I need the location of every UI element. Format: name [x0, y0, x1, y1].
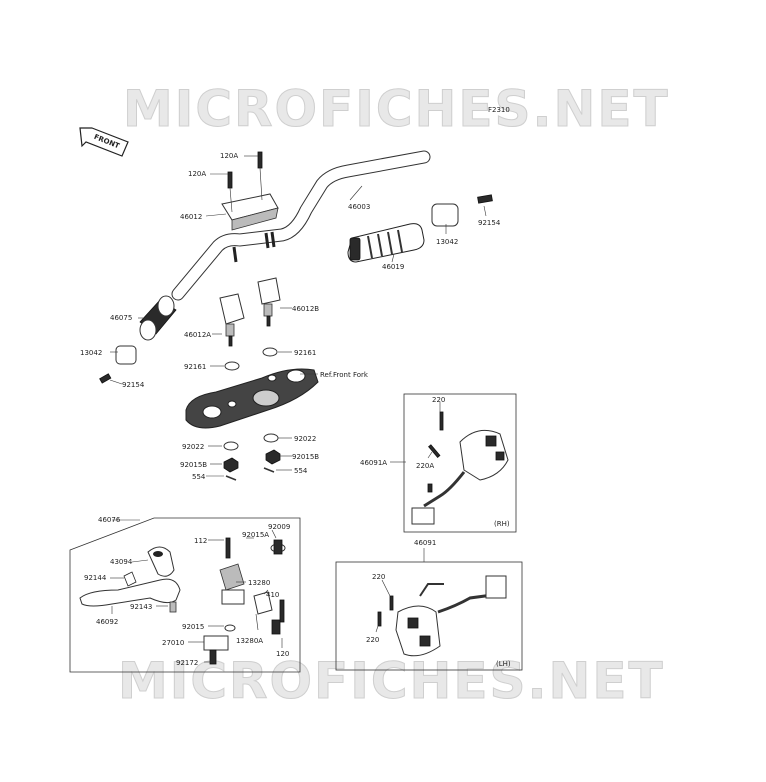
- label-220A: 220A: [416, 462, 434, 470]
- triple-clamp: [185, 368, 319, 429]
- label-554-right: 554: [294, 467, 308, 475]
- handlebar-46003: [171, 150, 431, 301]
- label-120A-top: 120A: [220, 152, 238, 160]
- left-screw-92154: [99, 373, 112, 384]
- label-ref-front-fork: Ref.Front Fork: [320, 371, 369, 379]
- lh-switch-box: [335, 561, 523, 671]
- label-13042-left: 13042: [80, 349, 102, 357]
- washer-92022-right: [263, 433, 279, 443]
- label-220-lh-top: 220: [372, 573, 385, 581]
- label-46091A: 46091A: [360, 459, 387, 467]
- lever-assembly-parts: [79, 537, 286, 665]
- label-92022-left: 92022: [182, 443, 204, 451]
- label-220-rh: 220: [432, 396, 445, 404]
- label-120: 120: [276, 650, 289, 658]
- label-13042-right: 13042: [436, 238, 458, 246]
- upper-clamp-46012: [221, 151, 279, 231]
- label-46012B: 46012B: [292, 305, 319, 313]
- label-92015A: 92015A: [242, 531, 269, 539]
- rh-switch-46091A: [411, 411, 509, 525]
- label-92015B-left: 92015B: [180, 461, 207, 469]
- label-lh: (LH): [496, 660, 511, 668]
- label-92143: 92143: [130, 603, 152, 611]
- lower-clamp-46012A: [219, 293, 245, 347]
- label-46091: 46091: [414, 539, 436, 547]
- right-bar-end-13042: [431, 203, 459, 227]
- label-92015B-right: 92015B: [292, 453, 319, 461]
- label-rh: (RH): [494, 520, 510, 528]
- lower-clamp-46012B: [257, 277, 281, 327]
- label-46003: 46003: [348, 203, 370, 211]
- nut-92015B-left: [223, 457, 239, 473]
- label-13280: 13280: [248, 579, 270, 587]
- label-43094: 43094: [110, 558, 133, 566]
- label-92009: 92009: [268, 523, 290, 531]
- leader-lines: [109, 155, 487, 663]
- label-410: 410: [266, 591, 279, 599]
- label-46012: 46012: [180, 213, 202, 221]
- label-220-lh-bottom: 220: [366, 636, 379, 644]
- label-92022-right: 92022: [294, 435, 316, 443]
- diagram-code: F2310: [488, 106, 510, 114]
- left-grip-46075: [139, 295, 177, 341]
- label-46092: 46092: [96, 618, 118, 626]
- front-arrow-icon: FRONT: [79, 127, 129, 157]
- lever-assembly-box: [69, 517, 301, 673]
- washer-92161-left: [224, 361, 240, 371]
- label-92144: 92144: [84, 574, 107, 582]
- label-92161-left: 92161: [184, 363, 206, 371]
- label-46075: 46075: [110, 314, 132, 322]
- nut-92015B-right: [265, 449, 281, 465]
- label-92154-right: 92154: [478, 219, 501, 227]
- right-grip-46019: [347, 223, 425, 263]
- label-112: 112: [194, 537, 207, 545]
- cotter-pin-554-left: [225, 475, 237, 481]
- label-92161-right: 92161: [294, 349, 316, 357]
- watermark-top: MICROFICHES.NET: [123, 80, 670, 138]
- label-46019: 46019: [382, 263, 404, 271]
- washer-92161-right: [262, 347, 278, 357]
- label-554-left: 554: [192, 473, 206, 481]
- label-92154-left: 92154: [122, 381, 145, 389]
- left-bar-end-13042: [115, 345, 137, 365]
- label-46076: 46076: [98, 516, 121, 524]
- rh-switch-box: [403, 393, 517, 533]
- watermark-bottom: MICROFICHES.NET: [118, 652, 665, 710]
- label-120A-mid: 120A: [188, 170, 206, 178]
- label-92172: 92172: [176, 659, 198, 667]
- label-92015: 92015: [182, 623, 204, 631]
- lh-switch-46091: [377, 575, 507, 657]
- cotter-pin-554-right: [263, 467, 275, 473]
- label-46012A: 46012A: [184, 331, 211, 339]
- label-27010: 27010: [162, 639, 184, 647]
- right-screw-92154: [477, 194, 493, 204]
- washer-92022-left: [223, 441, 239, 451]
- label-13280A: 13280A: [236, 637, 263, 645]
